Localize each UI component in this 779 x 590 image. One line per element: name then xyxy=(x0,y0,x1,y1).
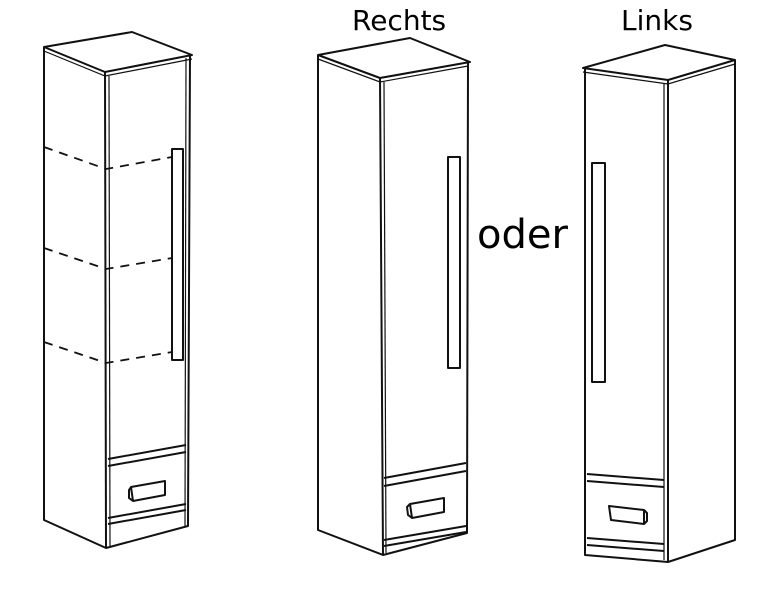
label-right-hinged: Rechts xyxy=(352,4,447,37)
drawer-front xyxy=(586,473,665,552)
label-or: oder xyxy=(477,212,568,258)
drawer-front xyxy=(107,444,187,525)
drawer-handle xyxy=(406,497,445,519)
door-handle xyxy=(171,148,184,361)
drawer-handle xyxy=(128,480,166,502)
cabinet-left-hinged xyxy=(582,44,736,563)
door-handle xyxy=(591,162,606,383)
drawer-front xyxy=(383,462,467,547)
cabinet-with-shelves xyxy=(43,31,193,549)
shelf-lines xyxy=(43,146,173,364)
drawer-handle xyxy=(608,505,648,525)
label-left-hinged: Links xyxy=(621,4,693,37)
cabinet-right-hinged xyxy=(317,37,471,556)
door-handle xyxy=(447,156,461,369)
